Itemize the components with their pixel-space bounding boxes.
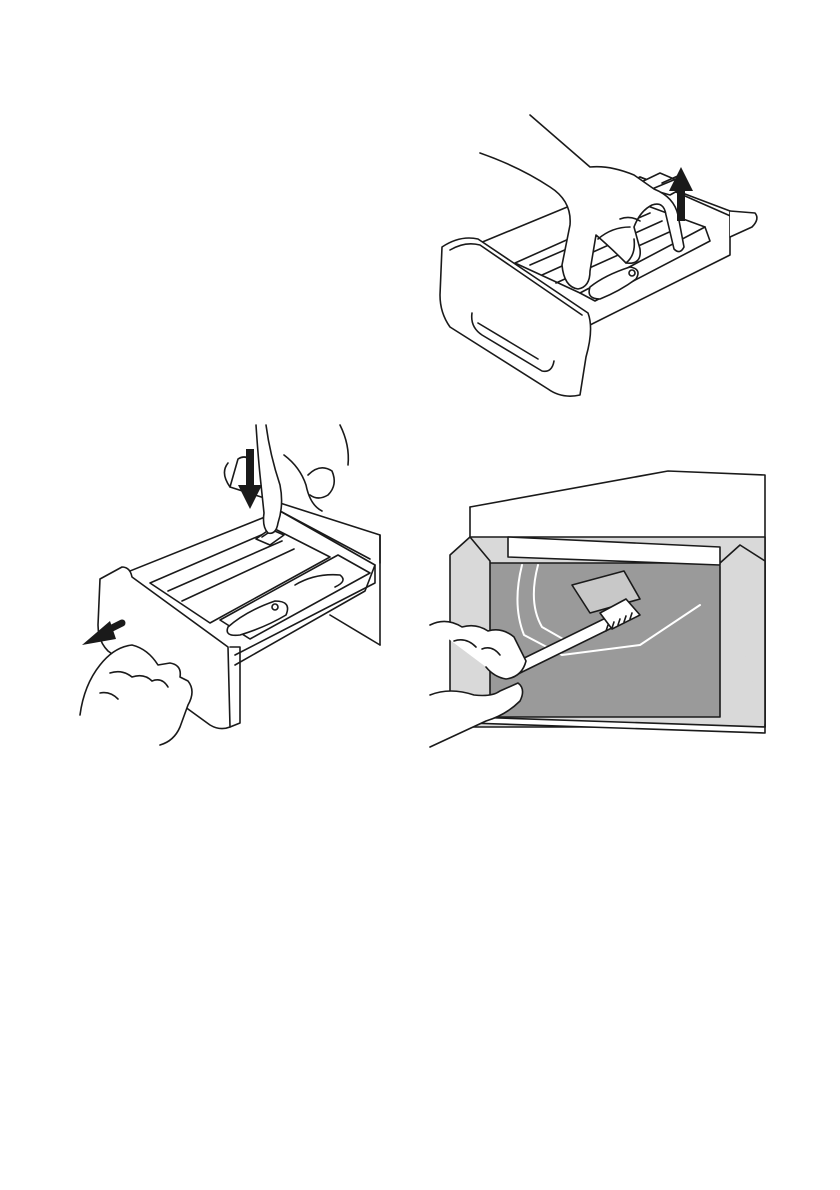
illustration-lift-siphon <box>430 115 770 405</box>
illustration-clean-recess <box>430 465 775 760</box>
document-page <box>420 0 421 1</box>
illustration-remove-drawer <box>70 415 400 755</box>
